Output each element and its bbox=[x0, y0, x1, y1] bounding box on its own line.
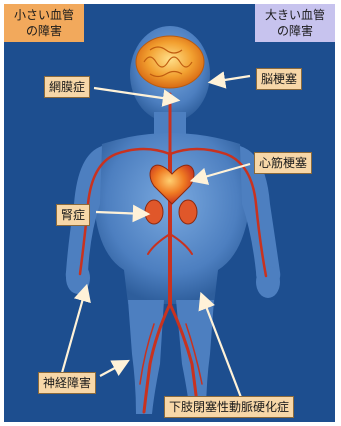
label-neuropathy: 神経障害 bbox=[38, 372, 96, 394]
left-hand bbox=[66, 262, 90, 294]
diagram-background: 小さい血管 の障害 大きい血管 の障害 網膜症 脳梗塞 心筋梗塞 腎症 神経障害… bbox=[4, 4, 335, 422]
label-retinopathy: 網膜症 bbox=[44, 76, 90, 98]
small-vessel-line2: の障害 bbox=[8, 23, 80, 39]
human-body-illustration bbox=[4, 4, 335, 422]
small-vessel-line1: 小さい血管 bbox=[8, 7, 80, 23]
label-myocardial-infarction: 心筋梗塞 bbox=[254, 152, 312, 174]
left-kidney bbox=[145, 200, 163, 224]
large-vessel-box: 大きい血管 の障害 bbox=[255, 4, 335, 42]
right-kidney bbox=[179, 200, 197, 224]
label-cerebral-infarction: 脳梗塞 bbox=[256, 68, 302, 90]
label-pad: 下肢閉塞性動脈硬化症 bbox=[164, 396, 294, 418]
label-nephropathy: 腎症 bbox=[56, 204, 90, 226]
right-hand bbox=[256, 266, 280, 298]
brain bbox=[136, 36, 204, 88]
small-vessel-box: 小さい血管 の障害 bbox=[4, 4, 84, 42]
large-vessel-line1: 大きい血管 bbox=[259, 7, 331, 23]
large-vessel-line2: の障害 bbox=[259, 23, 331, 39]
